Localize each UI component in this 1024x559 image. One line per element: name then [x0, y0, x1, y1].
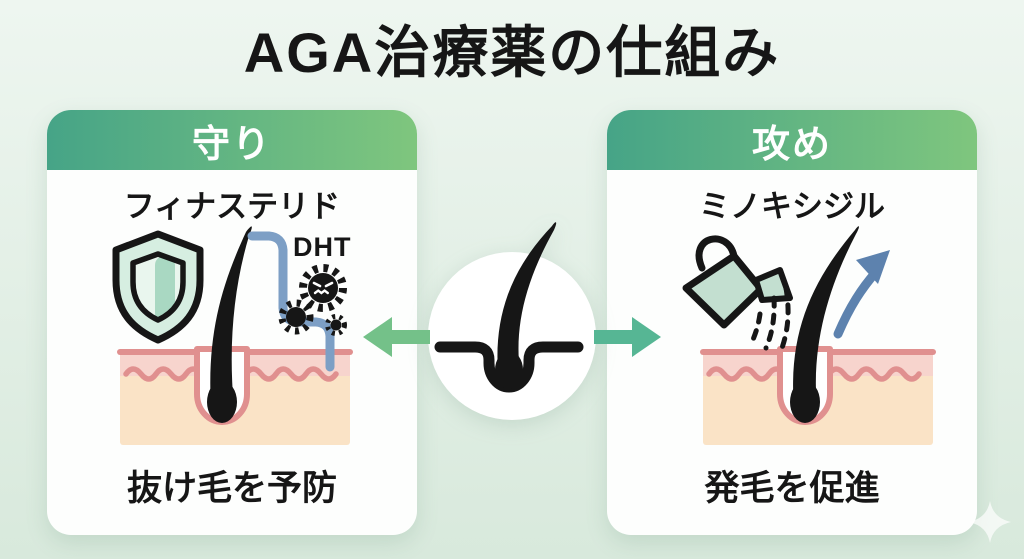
offense-caption: 発毛を促進 — [704, 469, 880, 508]
hair-follicle-illustration — [700, 226, 936, 445]
hair-follicle-icon — [428, 222, 596, 420]
offense-illustration — [607, 222, 977, 462]
growth-arrow-icon — [833, 250, 890, 339]
watering-can-icon — [682, 235, 793, 351]
drug-name-minoxidil: ミノキシジル — [699, 189, 885, 224]
drug-name-finasteride: フィナステリド — [123, 189, 341, 224]
panel-defense: 守り フィナステリド — [47, 110, 417, 535]
offense-illustration-svg — [682, 226, 936, 445]
dht-label: DHT — [293, 232, 352, 262]
center-follicle-badge — [412, 210, 612, 445]
panel-defense-header-label: 守り — [191, 123, 272, 166]
sparkle-icon — [968, 500, 1012, 544]
shield-icon — [112, 230, 204, 344]
panel-offense-header-label: 攻め — [751, 123, 832, 166]
hair-follicle-illustration — [117, 226, 353, 445]
defense-illustration-svg — [112, 226, 353, 445]
water-drops-icon — [747, 285, 791, 351]
page-title: AGA治療薬の仕組み — [243, 21, 781, 84]
arrow-left-icon — [360, 315, 430, 359]
panel-offense: 攻め ミノキシジル — [607, 110, 977, 535]
arrow-right-icon — [594, 315, 664, 359]
defense-caption: 抜け毛を予防 — [126, 469, 337, 508]
dht-molecules-icon — [278, 264, 347, 336]
defense-illustration: DHT — [47, 222, 417, 462]
panel-defense-header: 守り — [47, 110, 417, 170]
panel-offense-header: 攻め — [607, 110, 977, 170]
